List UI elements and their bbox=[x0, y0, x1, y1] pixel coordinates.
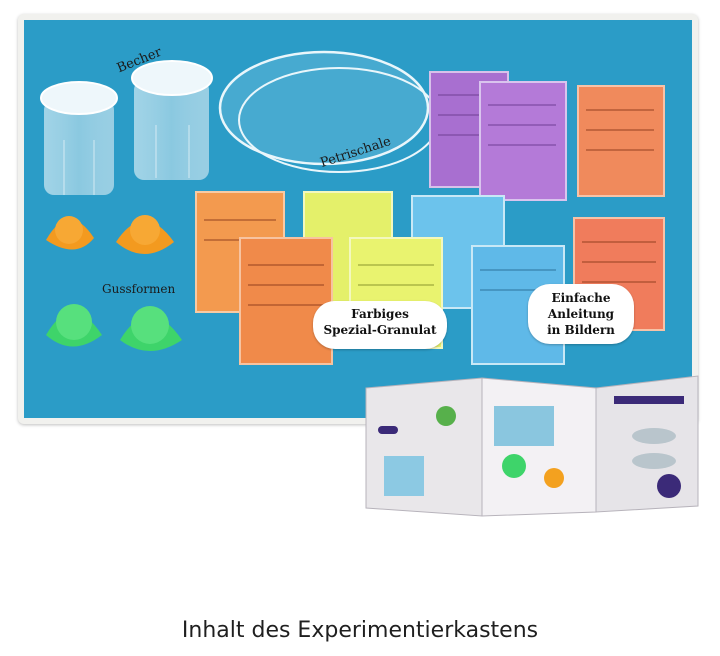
speech-bubble-anleitung: Einfache Anleitung in Bildern bbox=[528, 284, 634, 344]
product-photo: Becher Petrischale Gussformen bbox=[18, 14, 698, 424]
photo-background: Becher Petrischale Gussformen bbox=[24, 20, 692, 418]
bubble-anleitung-line1: Einfache bbox=[551, 291, 611, 305]
mold-orange-2 bbox=[116, 215, 174, 254]
bubble-granulat-line2: Spezial-Granulat bbox=[323, 323, 437, 337]
mold-orange-1 bbox=[46, 216, 94, 250]
kit-contents-illustration bbox=[40, 50, 665, 365]
caption: Inhalt des Experimentierkastens bbox=[181, 618, 539, 643]
packet-purple-2 bbox=[479, 81, 567, 201]
mold-green-2 bbox=[120, 306, 182, 351]
bubble-anleitung-line3: in Bildern bbox=[547, 323, 615, 337]
bubble-granulat-line1: Farbiges bbox=[351, 307, 409, 321]
speech-bubble-granulat: Farbiges Spezial-Granulat bbox=[313, 301, 447, 349]
mold-green-1 bbox=[46, 304, 102, 347]
instruction-leaflet bbox=[365, 375, 699, 517]
packet-orange-top-right bbox=[577, 85, 665, 197]
bubble-anleitung-line2: Anleitung bbox=[547, 307, 615, 321]
cup-right bbox=[131, 60, 213, 180]
cup-left bbox=[40, 81, 118, 195]
packet-orange-front bbox=[239, 237, 333, 365]
label-gussformen: Gussformen bbox=[102, 282, 176, 296]
